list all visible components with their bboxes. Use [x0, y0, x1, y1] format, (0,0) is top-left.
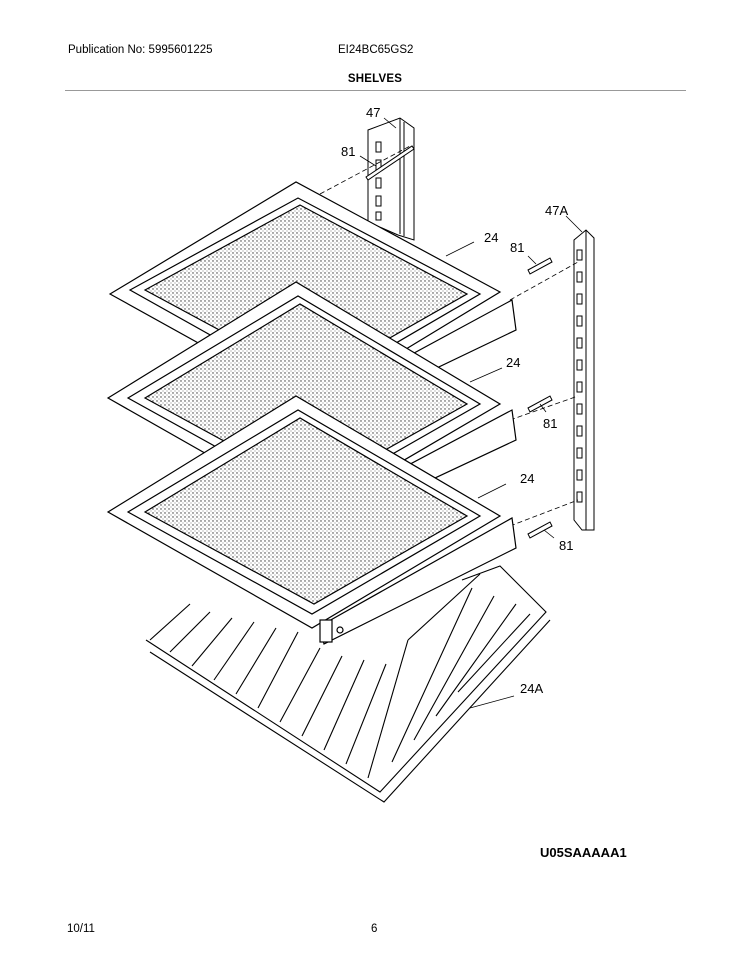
- callout-47: 47: [366, 105, 380, 120]
- callout-81-top: 81: [341, 144, 355, 159]
- callout-24A: 24A: [520, 681, 543, 696]
- alignment-lines: [319, 145, 579, 527]
- publication-number: Publication No: 5995601225: [68, 44, 213, 56]
- callout-leader-lines: [359, 117, 583, 709]
- header-divider: [65, 90, 686, 91]
- section-title: SHELVES: [347, 73, 403, 85]
- wire-shelf-part-24A: [145, 565, 551, 803]
- illustration-code: U05SAAAAA1: [540, 845, 627, 860]
- footer-date: 10/11: [67, 923, 95, 935]
- callout-81-right: 81: [510, 240, 524, 255]
- glass-shelf-3: [106, 395, 517, 645]
- page-number: 6: [371, 923, 378, 935]
- callout-81-middle: 81: [543, 416, 557, 431]
- callout-24-second: 24: [506, 355, 520, 370]
- right-rail-part-47A: [573, 229, 595, 531]
- screw-parts-81: [365, 145, 553, 539]
- callout-47A: 47A: [545, 203, 568, 218]
- model-number: EI24BC65GS2: [338, 44, 414, 56]
- callout-24-third: 24: [520, 471, 534, 486]
- left-rail-part-47: [367, 117, 415, 241]
- callout-81-bottom: 81: [559, 538, 573, 553]
- callout-24-first: 24: [484, 230, 498, 245]
